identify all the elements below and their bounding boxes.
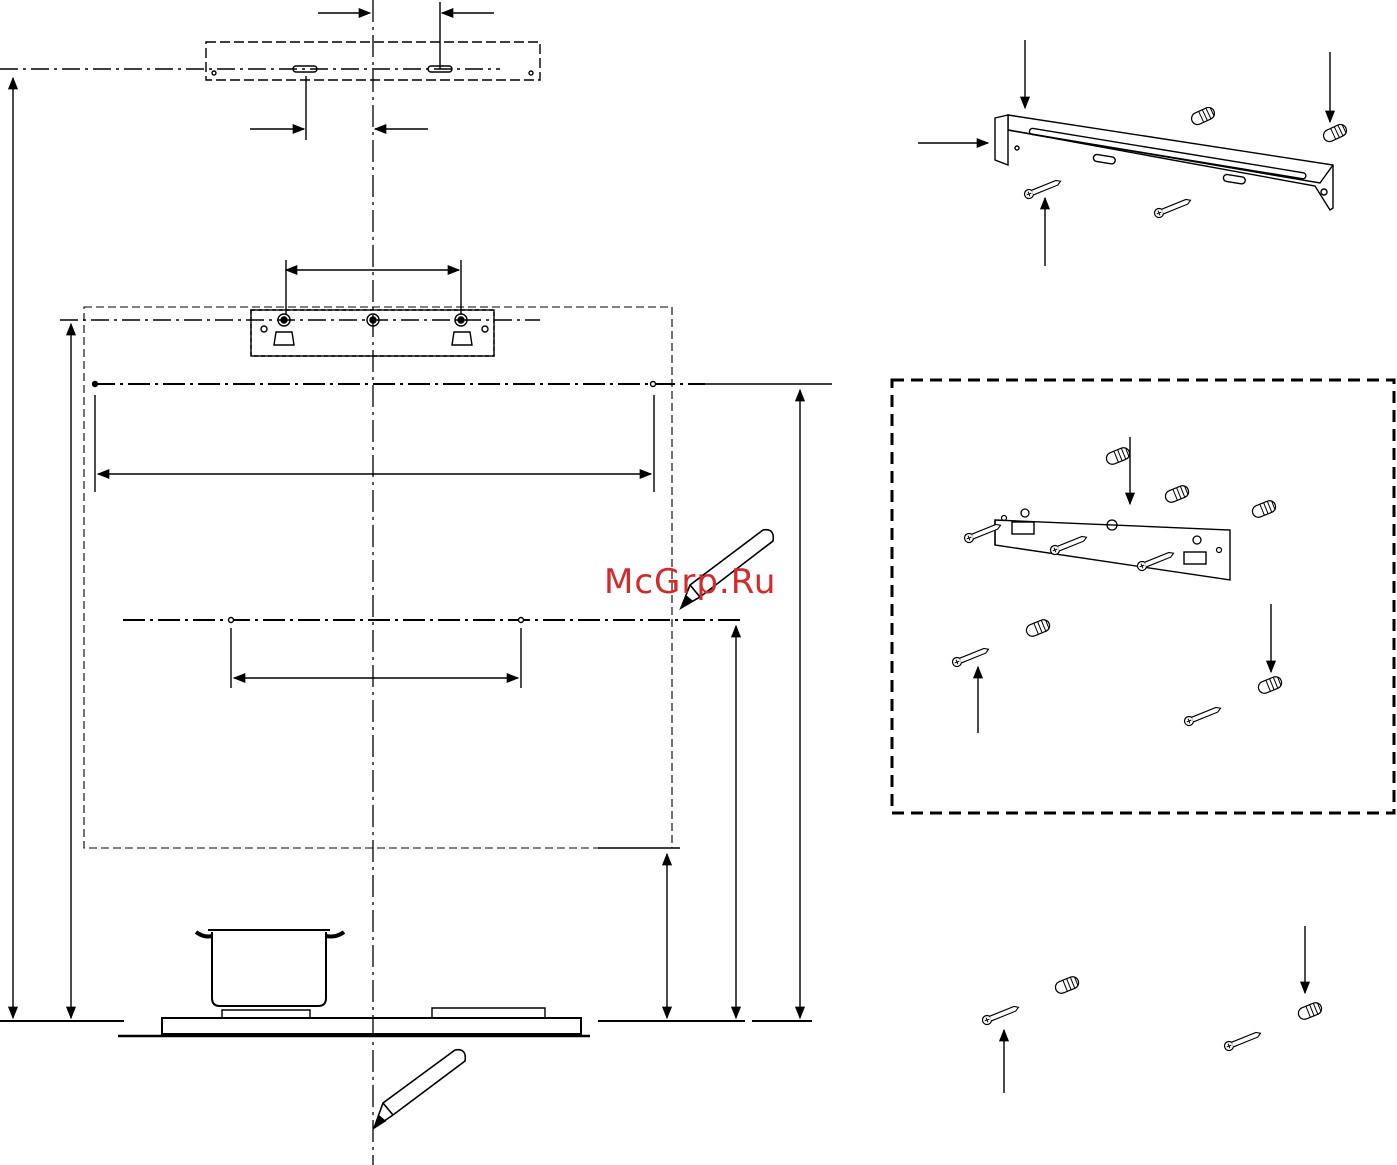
wall-plug-icon xyxy=(1257,675,1284,695)
bracket-kit-a xyxy=(918,40,1333,266)
wall-plug-icon xyxy=(1054,975,1081,995)
main-elevation xyxy=(0,78,832,1036)
wall-plug-icon xyxy=(1105,446,1132,466)
screw-icon xyxy=(1153,196,1192,219)
wall-plug-icon xyxy=(1322,122,1349,143)
pencil-icon xyxy=(374,1050,465,1128)
watermark: McGrp.Ru xyxy=(604,562,776,602)
wall-plug-icon xyxy=(1025,618,1052,638)
wall-plug-icon xyxy=(1251,499,1278,519)
wall-plug-icon xyxy=(1297,1001,1324,1021)
bracket-kit-b-box xyxy=(892,380,1394,813)
screw-icon xyxy=(1223,1029,1262,1052)
loose-fixings xyxy=(1004,926,1305,1093)
wall-plug-icon xyxy=(1164,484,1191,504)
pot-icon xyxy=(196,930,344,1006)
screw-icon xyxy=(981,1003,1020,1026)
top-bracket-plan xyxy=(0,2,540,140)
screw-icon xyxy=(1183,704,1222,727)
screw-icon xyxy=(951,645,990,668)
wall-plug-icon xyxy=(1190,105,1217,126)
screw-icon xyxy=(1023,177,1062,200)
